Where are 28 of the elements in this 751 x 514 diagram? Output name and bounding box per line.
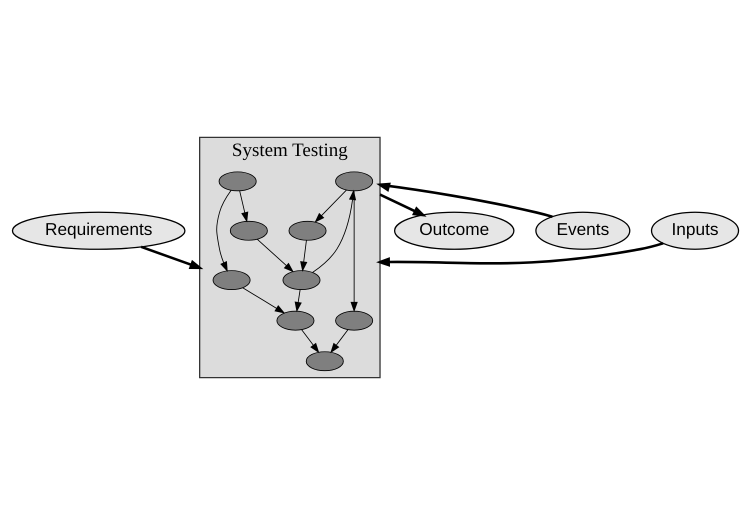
node-ellipse <box>335 170 374 191</box>
node-ellipse <box>230 220 268 240</box>
arrow <box>379 192 427 216</box>
arrow <box>256 238 294 272</box>
arrow <box>294 288 302 312</box>
arrow <box>216 189 232 272</box>
cluster: System Testing <box>199 136 381 378</box>
arrow <box>350 190 358 312</box>
node-ellipse: Events <box>535 211 630 250</box>
arrow <box>140 245 204 269</box>
arrow <box>330 328 348 353</box>
arrow <box>376 182 553 218</box>
node-ellipse <box>212 270 251 290</box>
node-ellipse <box>276 310 314 330</box>
node-ellipse: Requirements <box>12 211 186 250</box>
arrow <box>376 242 664 266</box>
node-ellipse <box>282 270 320 290</box>
node-ellipse <box>335 310 374 330</box>
node-ellipse: Outcome <box>394 211 515 250</box>
arrow <box>242 286 286 314</box>
node-ellipse <box>218 170 257 191</box>
arrow <box>300 239 308 272</box>
node-ellipse <box>288 220 327 240</box>
node-ellipse: Inputs <box>650 211 740 250</box>
arrow <box>314 189 347 222</box>
arrow <box>239 190 248 222</box>
node-ellipse <box>306 350 344 371</box>
arrow <box>301 328 320 353</box>
